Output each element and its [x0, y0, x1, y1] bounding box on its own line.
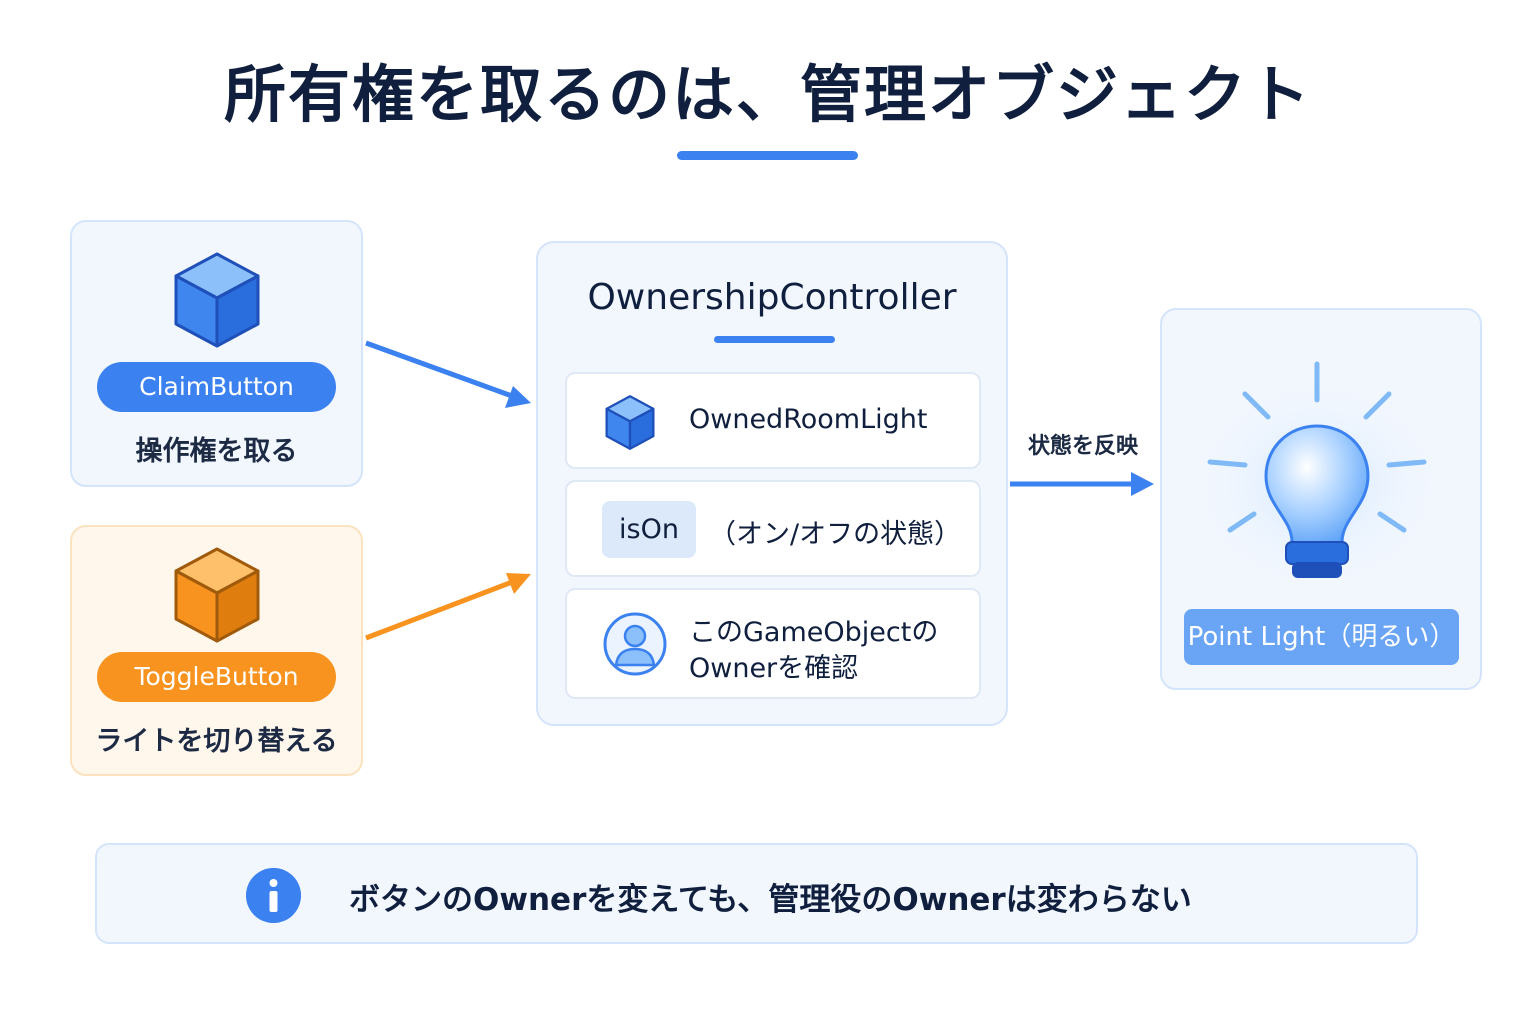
controller-underline	[714, 336, 835, 343]
ownership-controller-panel: OwnershipController OwnedRoomLight isOn …	[536, 241, 1008, 726]
toggle-caption: ライトを切り替える	[95, 726, 338, 757]
light-bulb-icon	[1187, 361, 1447, 595]
claim-arrow-head	[505, 386, 531, 408]
controller-title: OwnershipController	[587, 277, 957, 318]
reflect-state-label: 状態を反映	[1027, 434, 1138, 459]
row-owner-check[interactable]: このGameObjectの Ownerを確認	[565, 588, 981, 699]
row-owned-room-light-label: OwnedRoomLight	[689, 404, 928, 435]
point-light-card[interactable]: Point Light（明るい）	[1160, 308, 1482, 690]
info-note: ボタンのOwnerを変えても、管理役のOwnerは変わらない	[95, 843, 1418, 944]
cube-icon	[605, 395, 655, 450]
info-text: ボタンのOwnerを変えても、管理役のOwnerは変わらない	[349, 882, 1192, 918]
claim-caption: 操作権を取る	[135, 436, 298, 467]
claim-arrow-line	[365, 340, 513, 399]
row-owned-room-light[interactable]: OwnedRoomLight	[565, 372, 981, 469]
point-light-label: Point Light（明るい）	[1184, 609, 1459, 665]
reflect-arrow-head	[1131, 472, 1154, 496]
user-icon	[603, 612, 667, 676]
orange-cube-icon	[174, 547, 260, 643]
blue-cube-icon	[174, 252, 260, 348]
page-title: 所有権を取るのは、管理オブジェクト	[223, 58, 1312, 131]
claim-button-pill[interactable]: ClaimButton	[97, 362, 336, 412]
toggle-button-card[interactable]: ToggleButton ライトを切り替える	[70, 525, 363, 776]
toggle-button-pill[interactable]: ToggleButton	[97, 652, 336, 702]
is-on-description: （オン/オフの状態）	[709, 519, 962, 550]
toggle-arrow-line	[365, 579, 513, 641]
is-on-badge: isOn	[602, 501, 696, 558]
title-underline	[677, 151, 858, 160]
info-icon	[246, 868, 301, 923]
owner-check-line2: Ownerを確認	[689, 653, 859, 684]
toggle-arrow-head	[506, 573, 531, 594]
claim-button-card[interactable]: ClaimButton 操作権を取る	[70, 220, 363, 487]
row-is-on[interactable]: isOn （オン/オフの状態）	[565, 480, 981, 577]
owner-check-line1: このGameObjectの	[689, 617, 939, 648]
